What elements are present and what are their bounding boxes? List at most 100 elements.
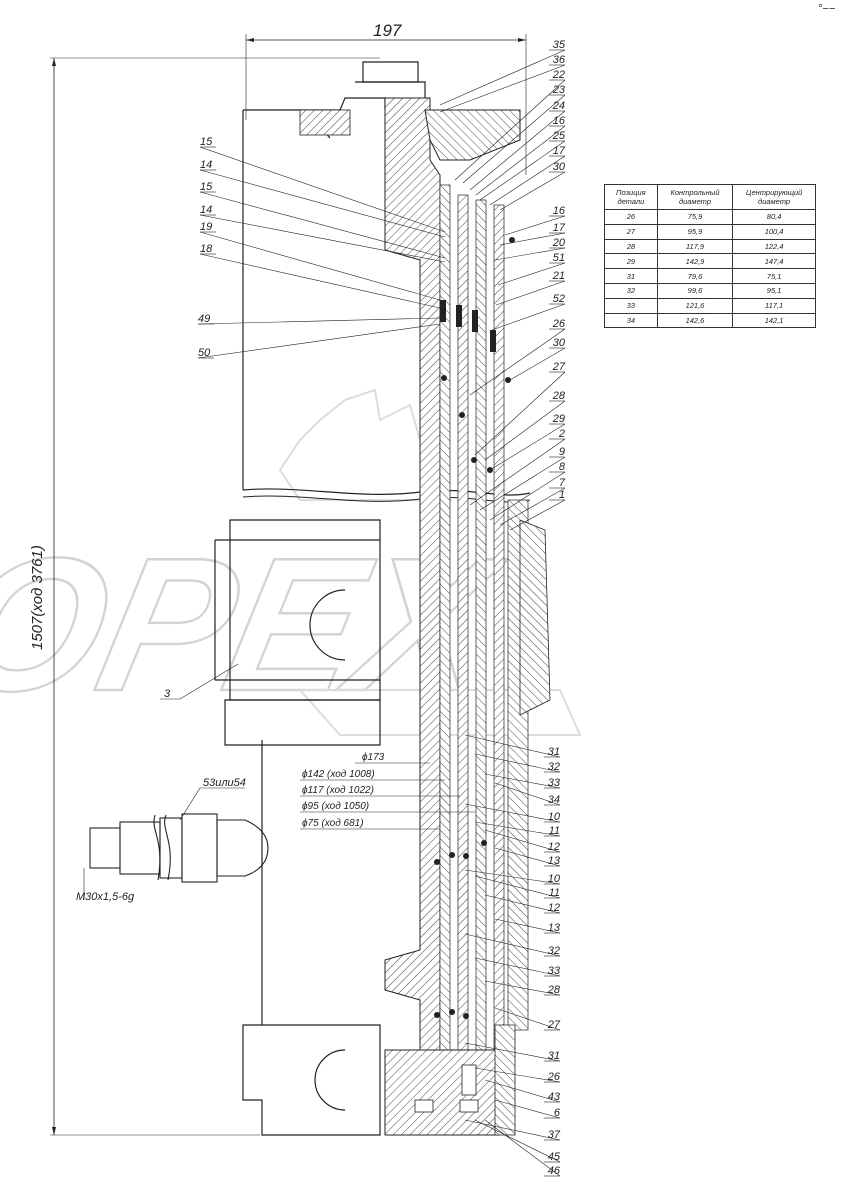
callout-leader <box>475 125 566 196</box>
callout-label: 31 <box>548 746 560 758</box>
callout-leader <box>469 438 566 506</box>
callout-label: 45 <box>548 1151 561 1163</box>
callout-leader <box>499 487 566 526</box>
break-line <box>242 488 531 496</box>
top-lug-section <box>299 109 351 136</box>
callout-label: 51 <box>553 252 565 264</box>
callout-leader <box>199 146 446 233</box>
cell-centering-diameter: 100,4 <box>732 223 816 240</box>
callout-label: 27 <box>552 361 566 373</box>
callout-leader <box>484 894 561 914</box>
callout-leader <box>494 918 561 934</box>
fitting-label: 53или54 <box>203 777 246 789</box>
callout-leader <box>454 79 566 181</box>
callout-leader <box>464 803 561 823</box>
spec-table: Позиция детали Контрольный диаметр Центр… <box>604 184 816 329</box>
callout-leader <box>484 980 561 996</box>
callout-leader <box>494 1007 561 1031</box>
callout-leader <box>489 155 566 206</box>
callout-leader <box>504 215 566 236</box>
callout-label: 17 <box>553 145 566 157</box>
callout-label: 34 <box>548 794 560 806</box>
callout-leader <box>439 64 566 113</box>
callout-label: 24 <box>552 100 565 112</box>
header-centering-diameter: Центрирующий диаметр <box>732 184 816 210</box>
cell-position: 33 <box>604 297 658 314</box>
callout-leader <box>494 1099 561 1119</box>
callout-label: 8 <box>559 461 566 473</box>
cell-centering-diameter: 117,1 <box>732 297 816 314</box>
callout-leader <box>495 280 566 306</box>
cell-control-diameter: 121,6 <box>656 297 734 314</box>
callout-leader <box>484 829 561 853</box>
callout-leader <box>469 328 566 396</box>
callout-label: 50 <box>198 347 211 359</box>
callout-leader <box>474 875 561 899</box>
callout-label: 29 <box>552 413 565 425</box>
callout-leader <box>509 499 566 531</box>
total-length-value: 1507(ход 3761) <box>29 545 46 650</box>
cell-centering-diameter: 122,4 <box>732 238 816 255</box>
callout-leader <box>197 323 441 359</box>
callout-label: 16 <box>553 115 566 127</box>
cell-position: 29 <box>604 253 658 270</box>
thread-label: M30x1,5-6g <box>76 891 135 903</box>
diameter-95: ϕ95 (ход 1050) <box>302 801 369 812</box>
callout-leader <box>462 94 566 184</box>
callout-label: 16 <box>553 205 566 217</box>
cell-control-diameter: 142,9 <box>656 253 734 270</box>
callout-leader <box>464 869 561 885</box>
callout-leader <box>497 262 566 286</box>
callout-leader <box>464 933 561 957</box>
callout-label: 26 <box>547 1071 561 1083</box>
callout-label: 13 <box>548 855 561 867</box>
callout-leader <box>494 782 561 806</box>
hydraulic-fitting <box>89 813 269 883</box>
callout-leader <box>491 303 566 331</box>
callout-label: 33 <box>548 965 561 977</box>
diameter-173: ϕ173 <box>362 752 385 763</box>
callout-label: 37 <box>548 1129 561 1141</box>
callout-label: 22 <box>552 69 565 81</box>
cell-centering-diameter: 95,1 <box>732 282 816 299</box>
callout-leader <box>484 1119 561 1177</box>
callout-leader <box>474 1119 561 1163</box>
header-position: Позиция детали <box>604 184 658 210</box>
callout-label: 17 <box>553 222 566 234</box>
callout-leader <box>499 232 566 246</box>
cell-position: 32 <box>604 282 658 299</box>
callout-label: 19 <box>200 221 212 233</box>
spec-table-header: Позиция детали Контрольный диаметр Центр… <box>604 184 816 210</box>
cell-centering-diameter: 147,4 <box>732 253 816 270</box>
diameter-labels: ϕ173 ϕ142 (ход 1008) ϕ117 (ход 1022) ϕ95… <box>300 752 475 830</box>
watermark: OPEX <box>0 388 582 736</box>
cell-centering-diameter: 75,1 <box>732 268 816 284</box>
callout-leader <box>199 191 446 259</box>
cell-control-diameter: 117,9 <box>656 238 734 255</box>
cell-control-diameter: 99,6 <box>656 282 734 299</box>
top-width-dimension: 197 <box>245 21 527 175</box>
callout-label: 18 <box>200 243 213 255</box>
callout-leader <box>484 1079 561 1103</box>
top-width-value: 197 <box>373 21 402 40</box>
header-control-diameter: Контрольный диаметр <box>656 184 734 210</box>
callout-label: 35 <box>553 39 566 51</box>
callout-label: 11 <box>549 887 560 899</box>
callout-leader <box>197 317 441 325</box>
callout-label: 20 <box>552 237 566 249</box>
callout-label: 33 <box>548 777 561 789</box>
cell-position: 26 <box>604 209 658 225</box>
callout-label: 12 <box>548 841 560 853</box>
callout-label: 14 <box>200 204 212 216</box>
cell-control-diameter: 142,6 <box>656 312 734 329</box>
callout-label: 10 <box>548 873 561 885</box>
callout-leader <box>439 49 566 106</box>
callout-label: 25 <box>552 130 566 142</box>
cell-centering-diameter: 142,1 <box>732 312 816 329</box>
